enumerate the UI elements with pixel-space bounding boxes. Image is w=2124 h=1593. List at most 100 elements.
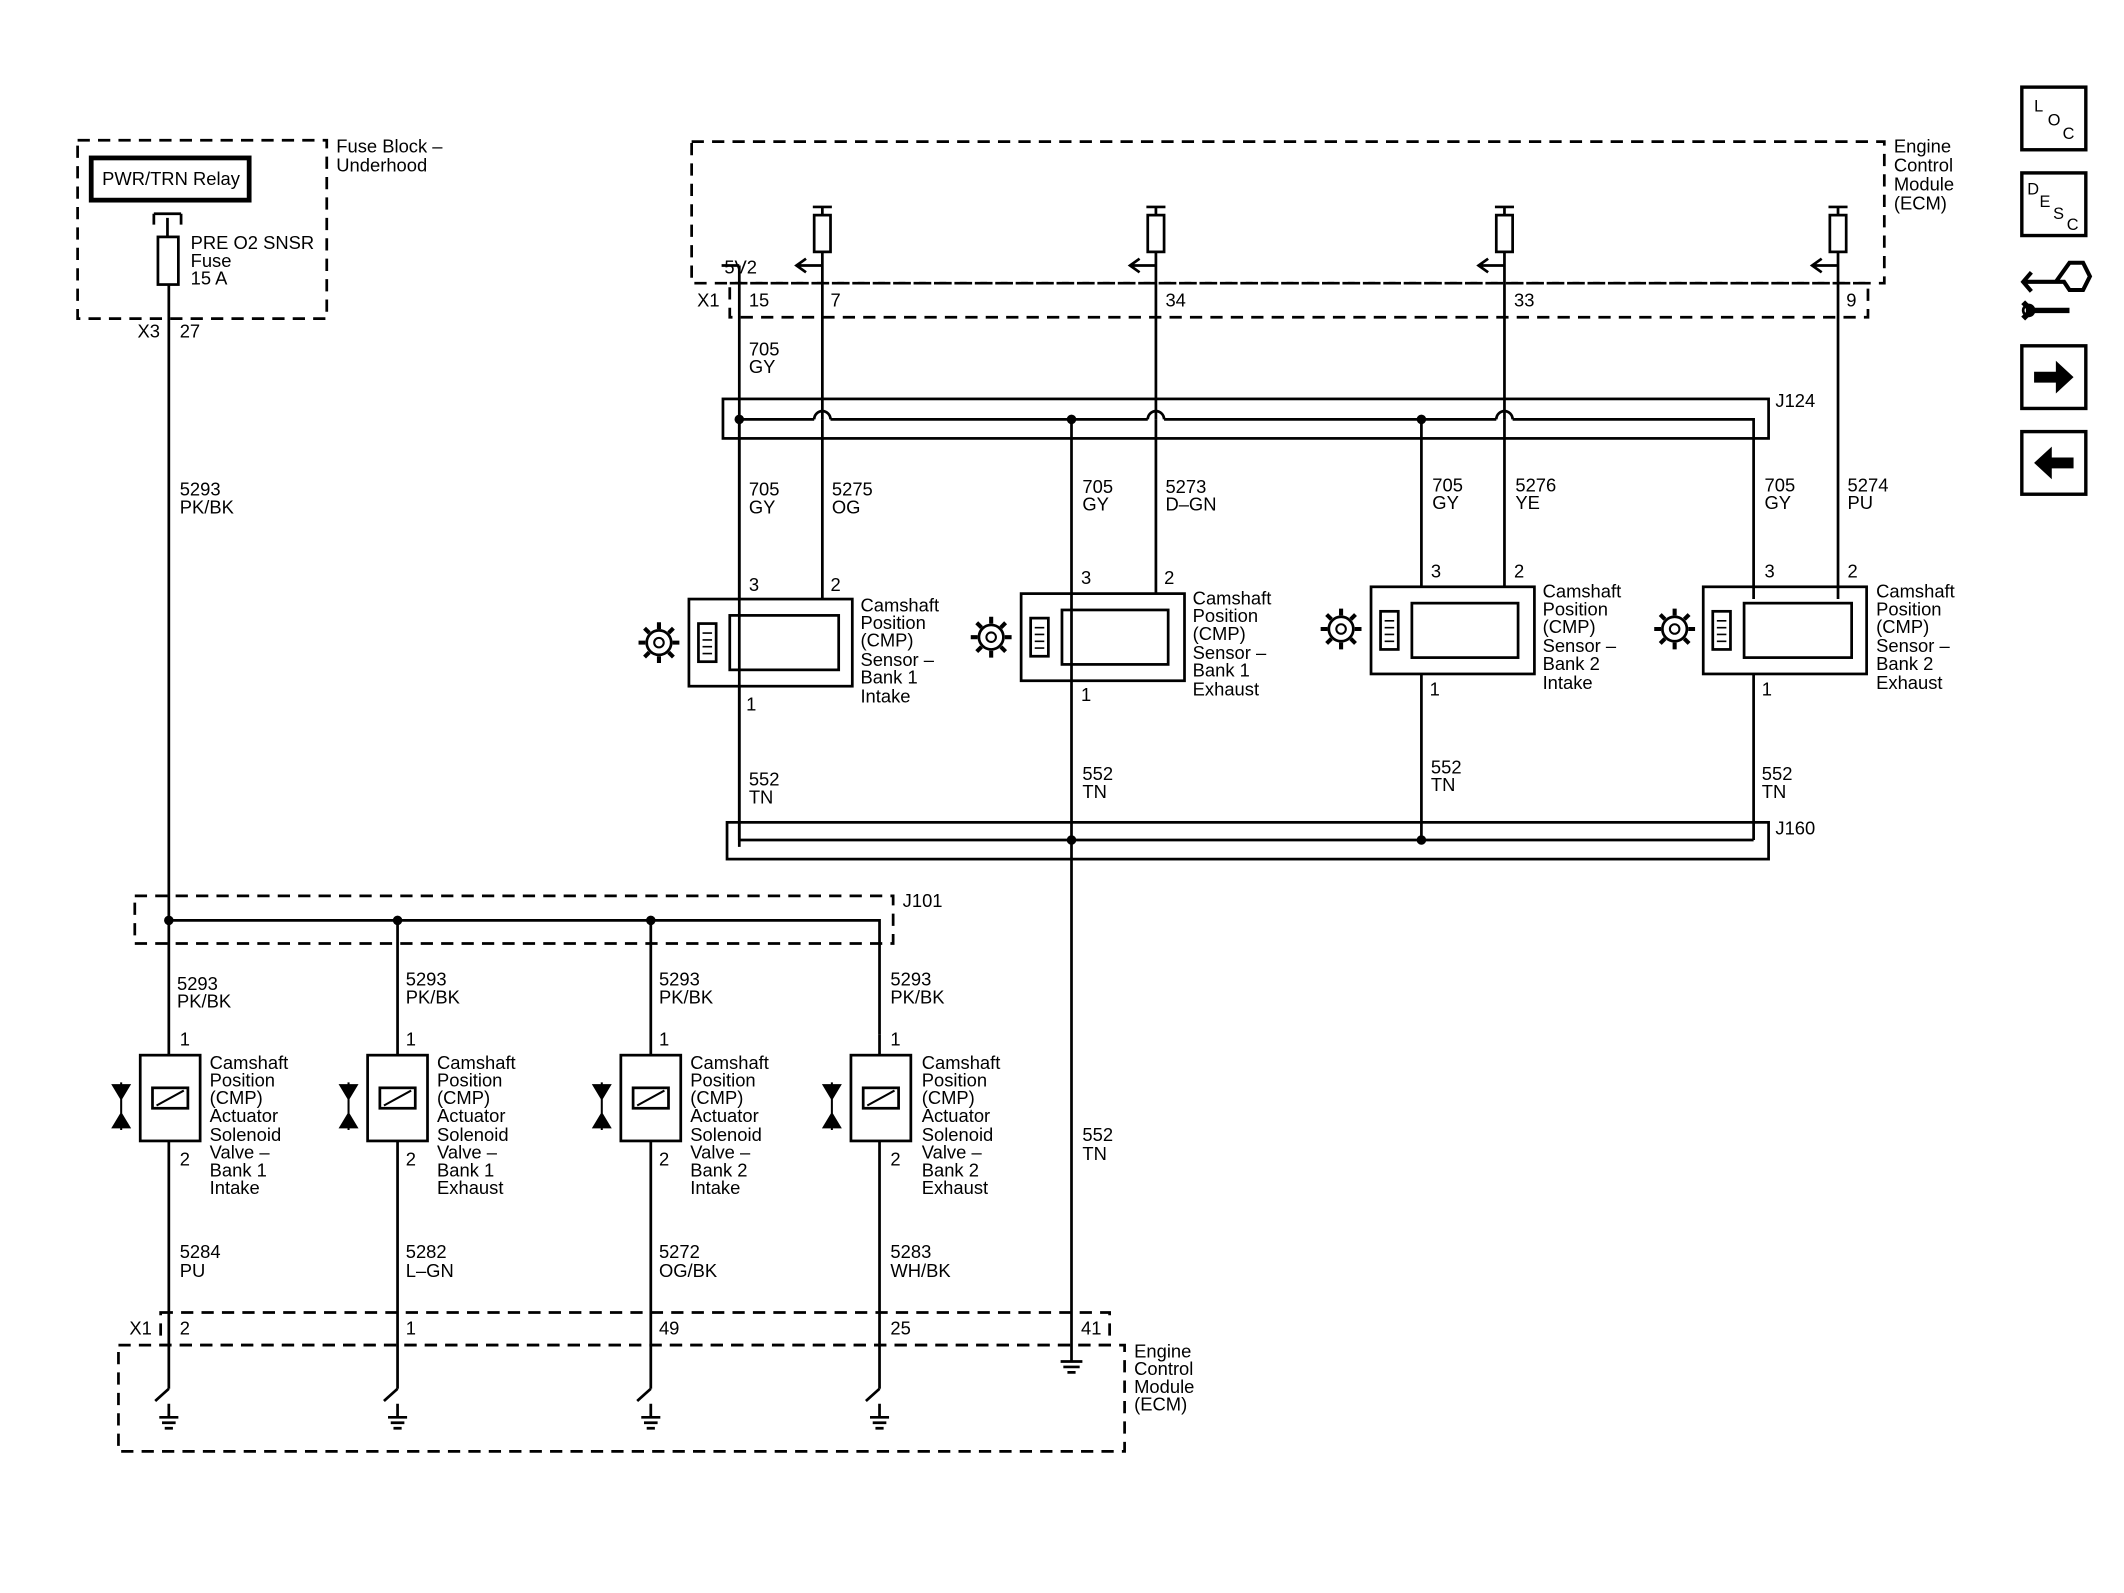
- fuse-label-line-3: 15 A: [191, 268, 229, 289]
- desc-button[interactable]: D E S C: [2020, 171, 2088, 238]
- ecm-bottom-connector-label: X1: [129, 1317, 151, 1338]
- solenoid-1-label-6: Valve –: [210, 1142, 271, 1163]
- cmp-sensor-bank-2-intake: 3 2 1 705 GY 5276 YE 552 TN Camshaft Pos…: [1320, 419, 1621, 841]
- sensor-2-sig-circuit: 5273: [1165, 476, 1206, 497]
- solenoid-3-label-8: Intake: [690, 1177, 740, 1198]
- ground-icon: [1060, 1360, 1083, 1374]
- solenoid-4-out-circuit: 5283: [890, 1241, 931, 1262]
- sensor-1-label-3: (CMP): [860, 630, 913, 651]
- arrow-left-icon: [2034, 446, 2074, 480]
- solenoid-4-label-4: Actuator: [922, 1105, 990, 1126]
- low-side-driver-4: [865, 1387, 890, 1430]
- solenoid-1-label-4: Actuator: [210, 1105, 278, 1126]
- feed-wire-color: PK/BK: [180, 496, 235, 517]
- sensor-1-label-2: Position: [860, 612, 925, 633]
- sensor-4-ref-circuit: 705: [1765, 475, 1796, 496]
- splice-j160: J160: [725, 818, 1815, 861]
- sensor-4-ref-color: GY: [1765, 492, 1792, 513]
- sensor-1-label-4: Sensor –: [860, 649, 934, 670]
- pull-up-resistor-2: [1127, 205, 1166, 420]
- pull-up-resistor-1: [794, 205, 832, 420]
- sensor-4-low-color: TN: [1762, 781, 1787, 802]
- solenoid-2-label-6: Valve –: [437, 1142, 498, 1163]
- sensor-4-low-circuit: 552: [1762, 763, 1793, 784]
- solenoid-2-in-color: PK/BK: [406, 986, 461, 1007]
- pull-up-resistor-4: [1809, 205, 1848, 600]
- ecm-bottom: Engine Control Module (ECM) X1 2 1 49 25…: [117, 1311, 1194, 1453]
- solenoid-2-pin-in: 1: [406, 1029, 416, 1050]
- solenoid-1-label-5: Solenoid: [210, 1124, 282, 1145]
- sensor-4-pin-low: 1: [1762, 679, 1772, 700]
- connector-info-button[interactable]: [2020, 260, 2093, 321]
- solenoid-2-label-2: Position: [437, 1069, 502, 1090]
- cmp-actuator-solenoid-bank-2-exhaust: 5293 PK/BK 1 2 5283 WH/BK Camshaft Posit…: [821, 969, 1001, 1389]
- low-side-driver-3: [636, 1387, 661, 1430]
- sensor-1-ref-circuit: 705: [749, 479, 780, 500]
- sensor-3-sig-circuit: 5276: [1515, 475, 1556, 496]
- splice-j160-label: J160: [1775, 818, 1815, 839]
- solenoid-2-label-3: (CMP): [437, 1087, 490, 1108]
- previous-page-button[interactable]: [2020, 429, 2088, 496]
- solenoid-3-label-2: Position: [690, 1069, 755, 1090]
- pull-up-resistor-3: [1476, 205, 1514, 420]
- desc-letter-3: S: [2053, 205, 2064, 223]
- solenoid-3-out-color: OG/BK: [659, 1260, 718, 1281]
- ecm-bottom-title-line-1: Engine: [1134, 1340, 1191, 1361]
- sensor-3-label-3: (CMP): [1543, 616, 1596, 637]
- sensor-4-label-2: Position: [1876, 598, 1941, 619]
- valve-icon: [111, 1082, 132, 1131]
- low-side-driver-1: [154, 1387, 179, 1430]
- ecm-top-title-line-1: Engine: [1894, 135, 1951, 156]
- ecm-top-pin-9: 9: [1846, 289, 1856, 310]
- ecm-bottom-title-line-2: Control: [1134, 1358, 1193, 1379]
- cmp-actuator-solenoid-bank-1-exhaust: 5293 PK/BK 1 2 5282 L–GN Camshaft Positi…: [338, 920, 516, 1389]
- pull-up-resistors: [794, 205, 1848, 600]
- solenoid-4-in-color: PK/BK: [890, 986, 945, 1007]
- loc-letter-2: O: [2048, 111, 2061, 129]
- ecm-bottom-pin-2: 2: [180, 1317, 190, 1338]
- solenoid-4-label-7: Bank 2: [922, 1159, 979, 1180]
- solenoid-4-label-1: Camshaft: [922, 1052, 1001, 1073]
- next-page-button[interactable]: [2020, 344, 2088, 411]
- sensor-1-label-5: Bank 1: [860, 666, 917, 687]
- solenoid-2-out-circuit: 5282: [406, 1241, 447, 1262]
- solenoid-1-in-circuit: 5293: [177, 973, 218, 994]
- sensor-4-sig-circuit: 5274: [1848, 475, 1889, 496]
- splice-j101: J101: [133, 890, 943, 1035]
- loc-button[interactable]: L O C: [2020, 85, 2088, 152]
- gear-icon: [1320, 608, 1362, 650]
- desc-letter-4: C: [2067, 216, 2079, 234]
- fuse-label-line-1: PRE O2 SNSR: [191, 232, 315, 253]
- solenoid-4-label-8: Exhaust: [922, 1177, 988, 1198]
- sensor-2-label-3: (CMP): [1193, 623, 1246, 644]
- solenoid-2-out-color: L–GN: [406, 1260, 454, 1281]
- solenoid-2-label-4: Actuator: [437, 1105, 505, 1126]
- ecm-bottom-title-line-3: Module: [1134, 1376, 1194, 1397]
- fuse-block-title-line-2: Underhood: [336, 155, 427, 176]
- sensor-1-ref-color: GY: [749, 496, 776, 517]
- solenoid-1-out-color: PU: [180, 1260, 206, 1281]
- fuse-block-underhood: Fuse Block – Underhood PWR/TRN Relay PRE…: [76, 135, 443, 342]
- splice-j124-label: J124: [1775, 390, 1815, 411]
- solenoid-3-label-3: (CMP): [690, 1087, 743, 1108]
- solenoid-2-label-7: Bank 1: [437, 1159, 494, 1180]
- ecm-top-pin-7: 7: [831, 289, 841, 310]
- solenoid-4-in-circuit: 5293: [890, 969, 931, 990]
- sensor-4-label-3: (CMP): [1876, 616, 1929, 637]
- ecm-top-title-line-3: Module: [1894, 174, 1954, 195]
- sensor-2-label-1: Camshaft: [1193, 588, 1272, 609]
- solenoid-4-label-3: (CMP): [922, 1087, 975, 1108]
- solenoid-1-in-color: PK/BK: [177, 991, 232, 1012]
- sensor-3-label-5: Bank 2: [1543, 653, 1600, 674]
- solenoid-3-pin-in: 1: [659, 1029, 669, 1050]
- solenoid-2-label-8: Exhaust: [437, 1177, 503, 1198]
- ref-wire-top-circuit: 705: [749, 338, 780, 359]
- sensor-2-label-5: Bank 1: [1193, 660, 1250, 681]
- valve-icon: [591, 1082, 612, 1131]
- fuse-connector-label: X3: [138, 321, 160, 342]
- sensor-1-pin-sig: 2: [831, 574, 841, 595]
- loc-letter-1: L: [2034, 98, 2043, 116]
- solenoid-2-pin-out: 2: [406, 1148, 416, 1169]
- solenoid-2-label-5: Solenoid: [437, 1124, 509, 1145]
